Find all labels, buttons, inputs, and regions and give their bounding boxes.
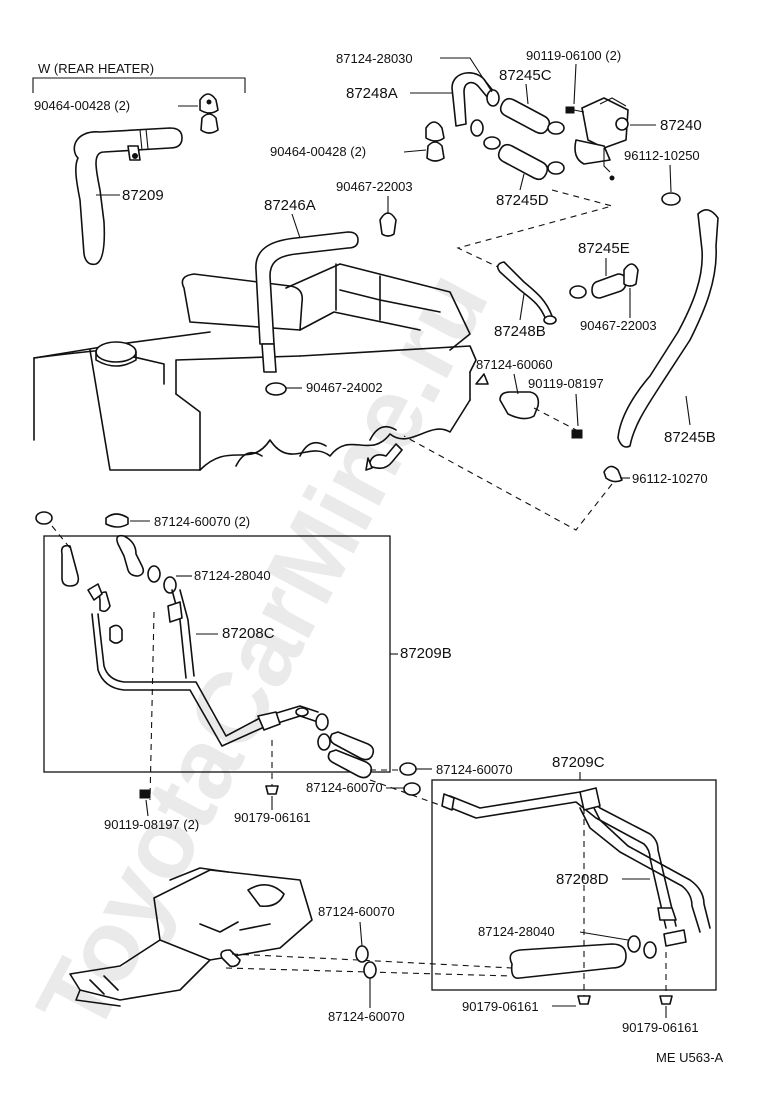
- hose-87246a-icon: [255, 231, 359, 345]
- label-90467-24002: 90467-24002: [306, 380, 383, 395]
- rear-heater-unit-icon: 87124-60070 87124-60070: [69, 867, 513, 1024]
- label-90179-06161-a: 90179-06161: [234, 810, 311, 825]
- hose-87245e-icon: [591, 273, 627, 299]
- label-90464-00428-a: 90464-00428 (2): [34, 98, 130, 113]
- hose-87245b-icon: [617, 209, 719, 448]
- upper-hose-group: 87124-28030 90119-06100 (2) 87245C 87248…: [270, 48, 702, 269]
- bracket-87124-60060-group: 87124-60060 90119-08197 96112-10270: [365, 357, 708, 531]
- label-90119-08197-b: 90119-08197 (2): [104, 817, 199, 832]
- label-87124-60060: 87124-60060: [476, 357, 553, 372]
- label-87245e: 87245E: [578, 240, 630, 257]
- label-96112-10250: 96112-10250: [624, 148, 700, 163]
- assembly-87209c: 87209C 87208D 87124-28040 90179-06161 90…: [431, 754, 717, 1035]
- label-87209b: 87209B: [400, 645, 452, 662]
- label-87246a: 87246A: [264, 197, 316, 214]
- label-90467-22003-a: 90467-22003: [336, 179, 413, 194]
- bracket-87124-60060-icon: [499, 391, 540, 420]
- clamp-90467-22003-b-icon: [623, 263, 639, 287]
- section-title: W (REAR HEATER): [38, 61, 154, 76]
- label-87124-60070-c: 87124-60070: [318, 904, 395, 919]
- engine-block: [33, 263, 477, 471]
- label-87209: 87209: [122, 187, 164, 204]
- rear-heater-section: W (REAR HEATER) 90464-00428 (2) 87209: [32, 61, 246, 266]
- clamp-90464-00428-icon: [199, 93, 219, 134]
- label-87124-28040-a: 87124-28040: [194, 568, 271, 583]
- label-87245d: 87245D: [496, 192, 549, 209]
- pipe-87208c-icon: [97, 613, 319, 737]
- label-90119-08197-a: 90119-08197: [528, 376, 604, 391]
- label-87124-60070-a: 87124-60070: [436, 762, 513, 777]
- pipe-87248b-group: 87245E 87248B 90467-22003: [494, 240, 657, 340]
- label-87124-28030: 87124-28030: [336, 51, 413, 66]
- label-87124-60070-2: 87124-60070 (2): [154, 514, 250, 529]
- label-87124-60070-b: 87124-60070: [306, 780, 383, 795]
- pipe-87248b-icon: [496, 261, 553, 321]
- hose-87209-icon: [73, 127, 183, 266]
- label-90179-06161-b: 90179-06161: [462, 999, 539, 1014]
- label-87208d: 87208D: [556, 871, 609, 888]
- pipe-87208d-icon: [449, 791, 677, 927]
- label-90179-06161-c: 90179-06161: [622, 1020, 699, 1035]
- label-87240: 87240: [660, 117, 702, 134]
- label-96112-10270: 96112-10270: [632, 471, 708, 486]
- clamp-90467-22003-a-icon: [379, 212, 397, 237]
- hose-87245b-group: 87245B: [617, 209, 719, 448]
- clamp-90467-24002-icon: [265, 382, 287, 396]
- label-87124-28040-b: 87124-28040: [478, 924, 555, 939]
- bolt-90119-06100-icon: [565, 106, 585, 114]
- label-90464-00428-b: 90464-00428 (2): [270, 144, 366, 159]
- clamp-90464-00428-b-icon: [425, 121, 445, 162]
- label-87124-60070-d: 87124-60070: [328, 1009, 405, 1024]
- label-87248b: 87248B: [494, 323, 546, 340]
- clamp-96112-10270-icon: [603, 465, 623, 483]
- label-87245c: 87245C: [499, 67, 552, 84]
- bolt-90119-08197-icon: [571, 429, 583, 439]
- label-90467-22003-b: 90467-22003: [580, 318, 657, 333]
- middle-clamps: 87124-60070 87124-60070: [306, 762, 513, 809]
- assembly-87209b: 87124-60070 (2) 87124-28040 87208C 87209…: [35, 511, 452, 832]
- water-valve-87240-icon: [574, 97, 629, 181]
- label-87209c: 87209C: [552, 754, 605, 771]
- label-87208c: 87208C: [222, 625, 275, 642]
- label-87245b: 87245B: [664, 429, 716, 446]
- hose-87246a-group: 87246A 90467-24002: [255, 197, 383, 396]
- label-90119-06100: 90119-06100 (2): [526, 48, 621, 63]
- hose-87248a-icon: [451, 72, 495, 127]
- diagram-code: ME U563-A: [656, 1050, 724, 1065]
- hose-87245c-icon: [499, 97, 551, 135]
- hose-87245d-icon: [497, 143, 549, 181]
- clamp-96112-10250-icon: [661, 192, 681, 206]
- label-87248a: 87248A: [346, 85, 398, 102]
